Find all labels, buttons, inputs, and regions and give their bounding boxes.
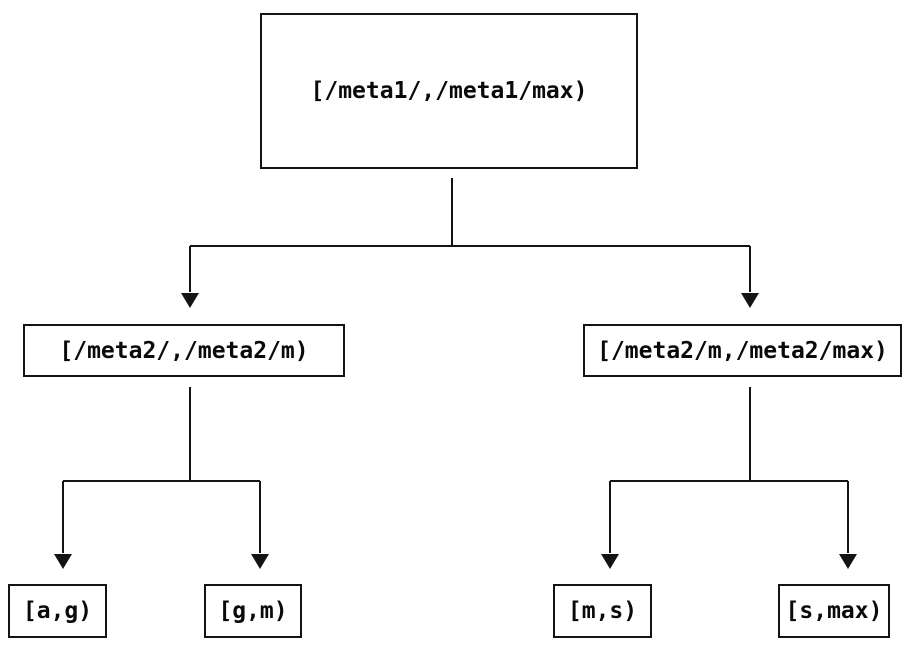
tree-leaf-s-max: [s,max) xyxy=(778,584,890,638)
tree-leaf-m-s: [m,s) xyxy=(553,584,652,638)
tree-node-root: [/meta1/,/meta1/max) xyxy=(260,13,638,169)
arrowhead-down-icon xyxy=(741,293,759,308)
connector-arrowheads xyxy=(54,293,857,569)
connector-lines xyxy=(62,178,849,553)
tree-leaf-g-m: [g,m) xyxy=(204,584,302,638)
tree-leaf-a-g: [a,g) xyxy=(8,584,107,638)
arrowhead-down-icon xyxy=(601,554,619,569)
arrowhead-down-icon xyxy=(839,554,857,569)
arrowhead-down-icon xyxy=(251,554,269,569)
tree-node-meta2-low: [/meta2/,/meta2/m) xyxy=(23,324,345,377)
arrowhead-down-icon xyxy=(54,554,72,569)
arrowhead-down-icon xyxy=(181,293,199,308)
tree-node-meta2-high: [/meta2/m,/meta2/max) xyxy=(583,324,902,377)
